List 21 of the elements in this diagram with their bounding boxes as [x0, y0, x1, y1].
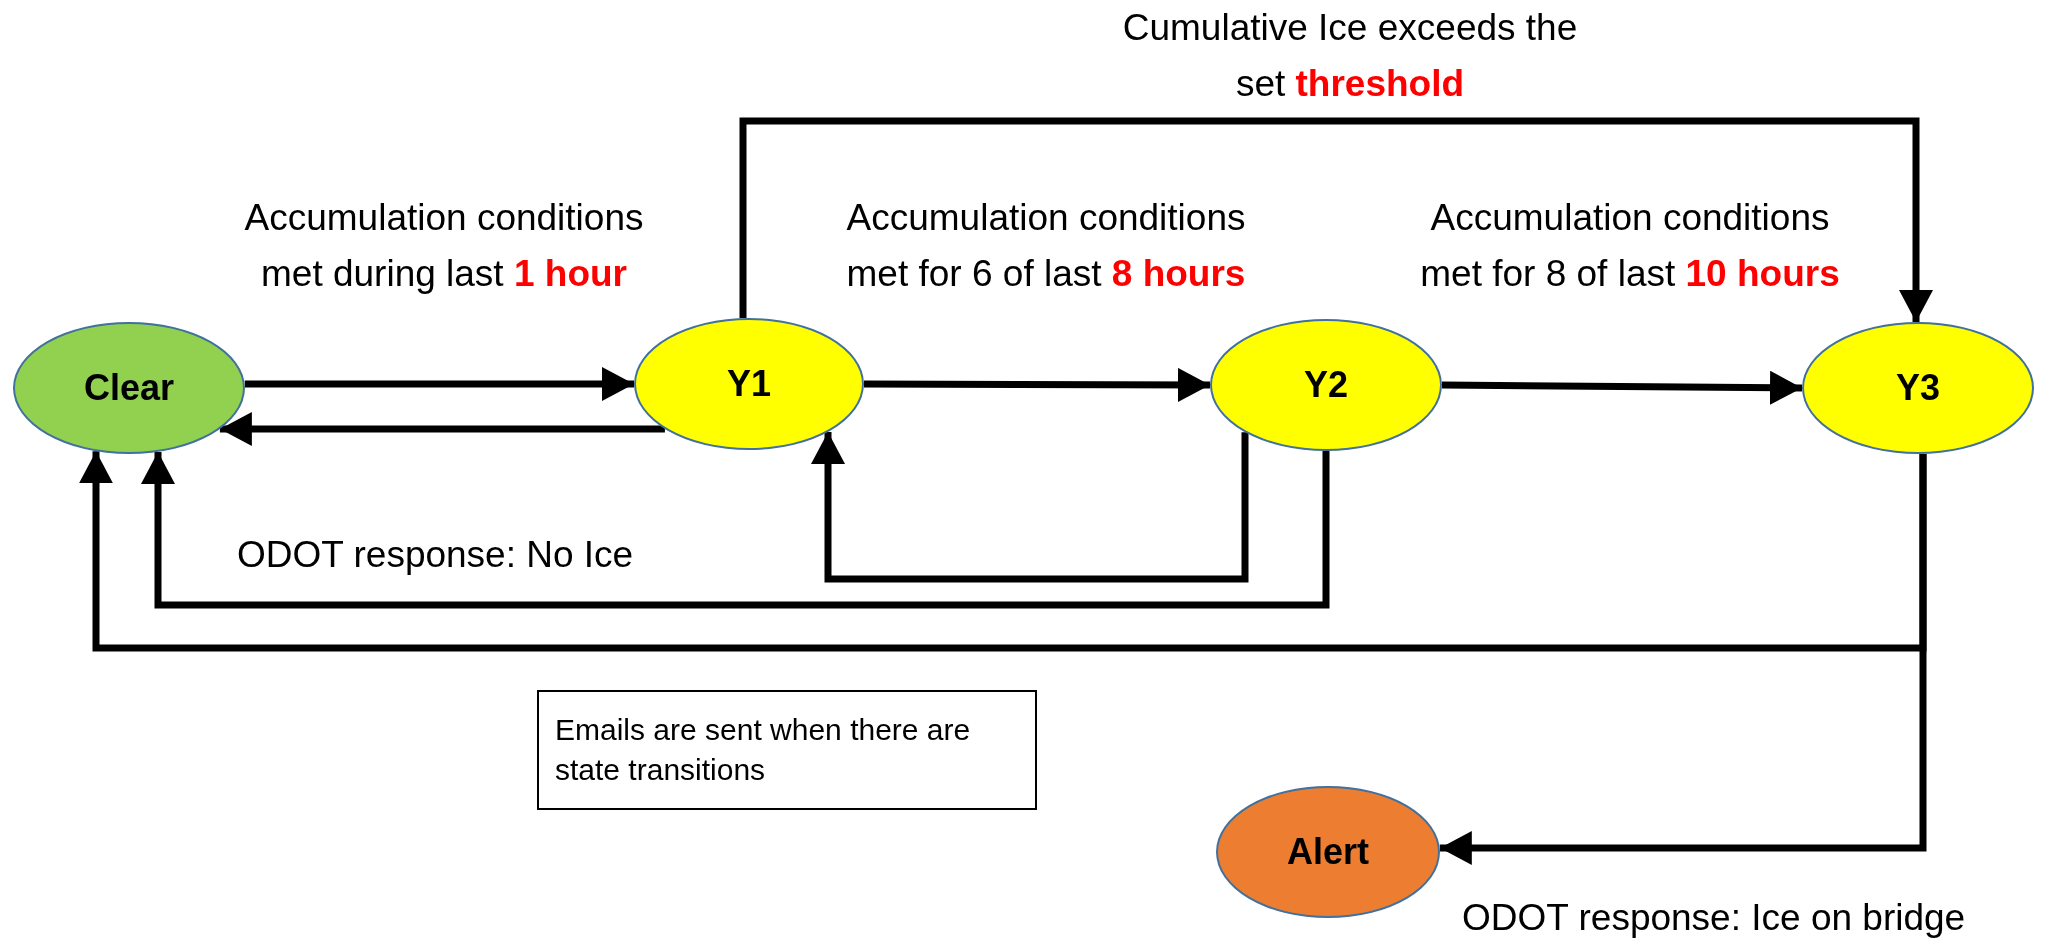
state-label: Clear: [83, 366, 175, 410]
arrow: [811, 432, 1249, 583]
note-box: [537, 690, 1037, 810]
arrow: [864, 367, 1210, 402]
state-label: Y1: [726, 362, 771, 406]
edge-label: Accumulation conditions met during last 1 hour: [244, 196, 644, 296]
edge-label: Accumulation conditions met for 8 of last 10 hours: [1419, 196, 1841, 296]
arrow: [219, 412, 665, 446]
state-label: Alert: [1287, 830, 1369, 874]
arrow: [1441, 370, 1803, 405]
arrow: [739, 117, 1933, 322]
state-label: Y3: [1895, 366, 1940, 410]
edge-label: ODOT response: Ice on bridge: [1462, 896, 1967, 940]
arrow: [141, 451, 1330, 609]
state-label: Y2: [1303, 363, 1348, 407]
arrow: [1439, 453, 1927, 865]
edge-label: Accumulation conditions met for 6 of last 8 hours: [845, 196, 1247, 296]
note-text: Emails are sent when there are state transitions: [555, 712, 972, 788]
note-label: ODOT response: No Ice: [237, 533, 634, 577]
edge-label: Cumulative Ice exceeds the set threshold: [1121, 6, 1579, 106]
arrow: [244, 367, 634, 401]
